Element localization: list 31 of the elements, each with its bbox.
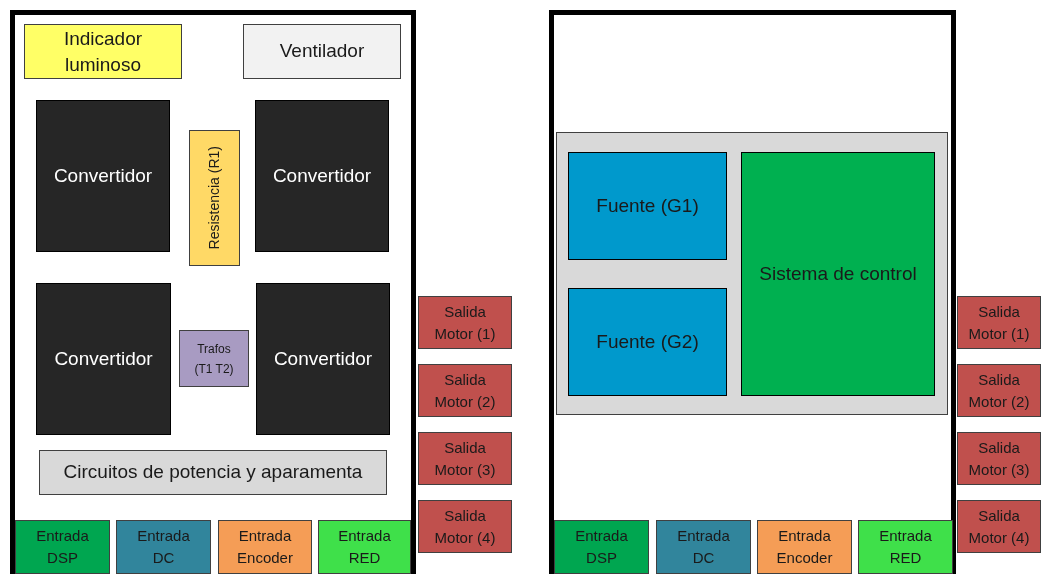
enclosure-panel — [10, 10, 416, 574]
fan-box: Ventilador — [243, 24, 401, 79]
output-box: Salida Motor (2) — [418, 364, 512, 417]
output-box: Salida Motor (4) — [957, 500, 1041, 553]
output-box: Salida Motor (1) — [418, 296, 512, 349]
control-system-box: Sistema de control — [741, 152, 935, 396]
indicator-box: Indicador luminoso — [24, 24, 182, 79]
input-box: Entrada Encoder — [757, 520, 852, 574]
converter-box: Convertidor — [36, 100, 170, 252]
input-box: Entrada RED — [318, 520, 411, 574]
input-box: Entrada DC — [656, 520, 751, 574]
input-box: Entrada Encoder — [218, 520, 312, 574]
resistor-box: Resistencia (R1) — [189, 130, 240, 266]
output-box: Salida Motor (4) — [418, 500, 512, 553]
power-supply-box: Fuente (G2) — [568, 288, 727, 396]
input-box: Entrada DSP — [554, 520, 649, 574]
power-circuits-box: Circuitos de potencia y aparamenta — [39, 450, 387, 495]
output-box: Salida Motor (2) — [957, 364, 1041, 417]
converter-box: Convertidor — [255, 100, 389, 252]
converter-box: Convertidor — [256, 283, 390, 435]
enclosure-panel — [549, 10, 956, 574]
converter-box: Convertidor — [36, 283, 171, 435]
output-box: Salida Motor (1) — [957, 296, 1041, 349]
module-group-box — [556, 132, 948, 415]
input-box: Entrada RED — [858, 520, 953, 574]
transformer-box: Trafos (T1 T2) — [179, 330, 249, 387]
output-box: Salida Motor (3) — [418, 432, 512, 485]
input-box: Entrada DSP — [15, 520, 110, 574]
input-box: Entrada DC — [116, 520, 211, 574]
power-supply-box: Fuente (G1) — [568, 152, 727, 260]
output-box: Salida Motor (3) — [957, 432, 1041, 485]
